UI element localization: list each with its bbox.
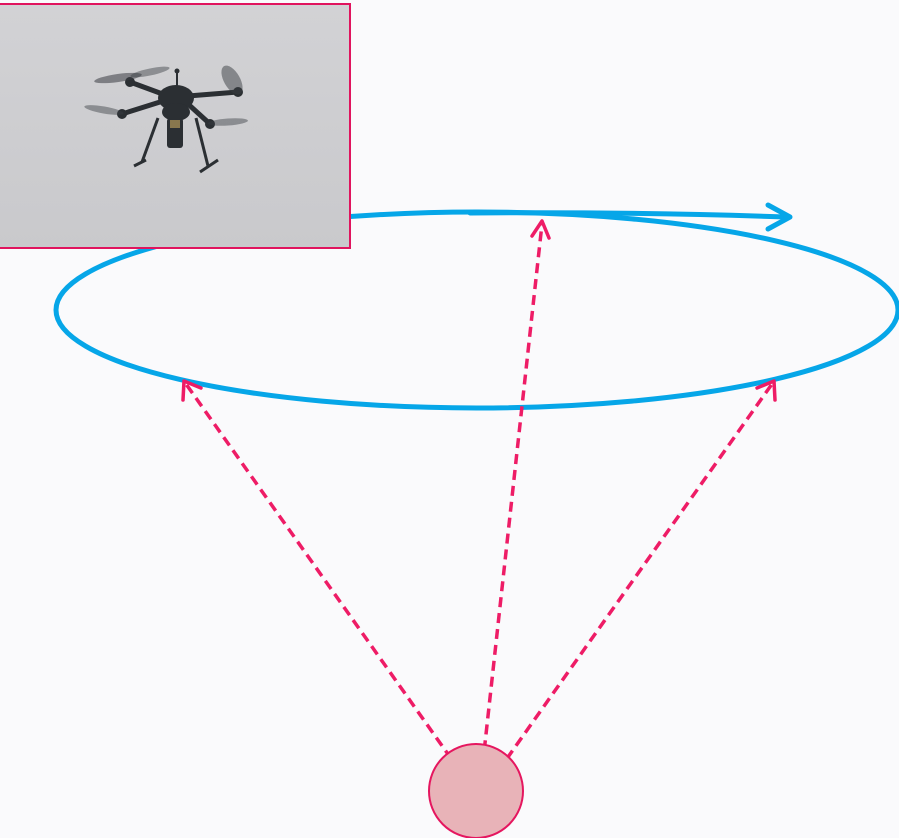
quadcopter-drone-photo <box>0 4 350 248</box>
ground-station-circle <box>429 744 523 838</box>
ray-left <box>186 384 479 798</box>
ray-right <box>479 384 772 798</box>
ray-center <box>479 224 542 798</box>
signal-rays <box>183 221 775 798</box>
